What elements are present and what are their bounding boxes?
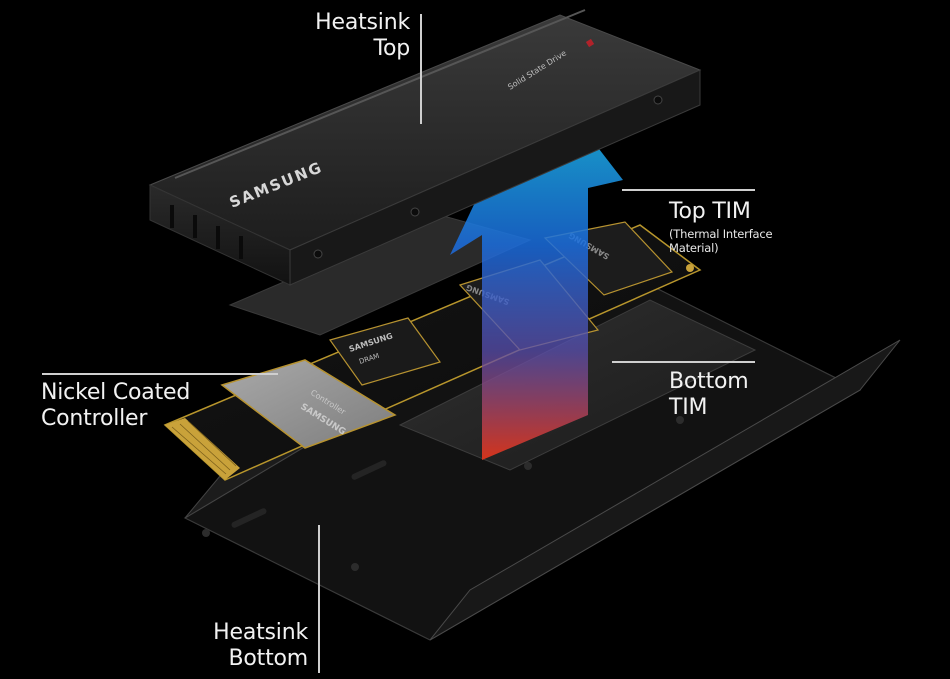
label-bottom-tim-line1: Bottom: [669, 369, 749, 394]
label-top-tim-title: Top TIM: [669, 199, 751, 224]
heatsink-top: SAMSUNG Solid State Drive: [148, 9, 702, 286]
label-heatsink-top: Heatsink Top: [290, 10, 410, 63]
label-nickel-coated-controller: Nickel Coated Controller: [41, 380, 190, 433]
label-top-tim: Top TIM (Thermal Interface Material): [669, 199, 773, 256]
label-controller-line1: Nickel Coated: [41, 380, 191, 405]
dram-chip: SAMSUNG DRAM: [329, 317, 441, 386]
label-controller-line2: Controller: [41, 406, 148, 432]
label-heatsink-bottom: Heatsink Bottom: [190, 620, 308, 673]
label-top-tim-subtitle: (Thermal Interface Material): [669, 227, 773, 256]
callout-line-top-tim: [622, 189, 755, 191]
label-heatsink-top-line2: Top: [373, 36, 410, 62]
label-top-tim-sub1: (Thermal Interface: [669, 227, 773, 242]
label-heatsink-top-line1: Heatsink: [315, 10, 410, 35]
label-heatsink-bottom-line2: Bottom: [228, 646, 309, 672]
label-bottom-tim: Bottom TIM: [669, 369, 749, 422]
label-top-tim-sub2: Material): [669, 241, 719, 256]
label-heatsink-bottom-line1: Heatsink: [213, 620, 308, 645]
label-bottom-tim-line2: TIM: [669, 395, 708, 421]
controller-chip: SAMSUNG Controller: [220, 359, 397, 449]
callout-line-heatsink-top: [420, 14, 422, 124]
callout-line-controller: [42, 373, 278, 375]
callout-line-heatsink-bottom: [318, 525, 320, 673]
callout-line-bottom-tim: [612, 361, 755, 363]
